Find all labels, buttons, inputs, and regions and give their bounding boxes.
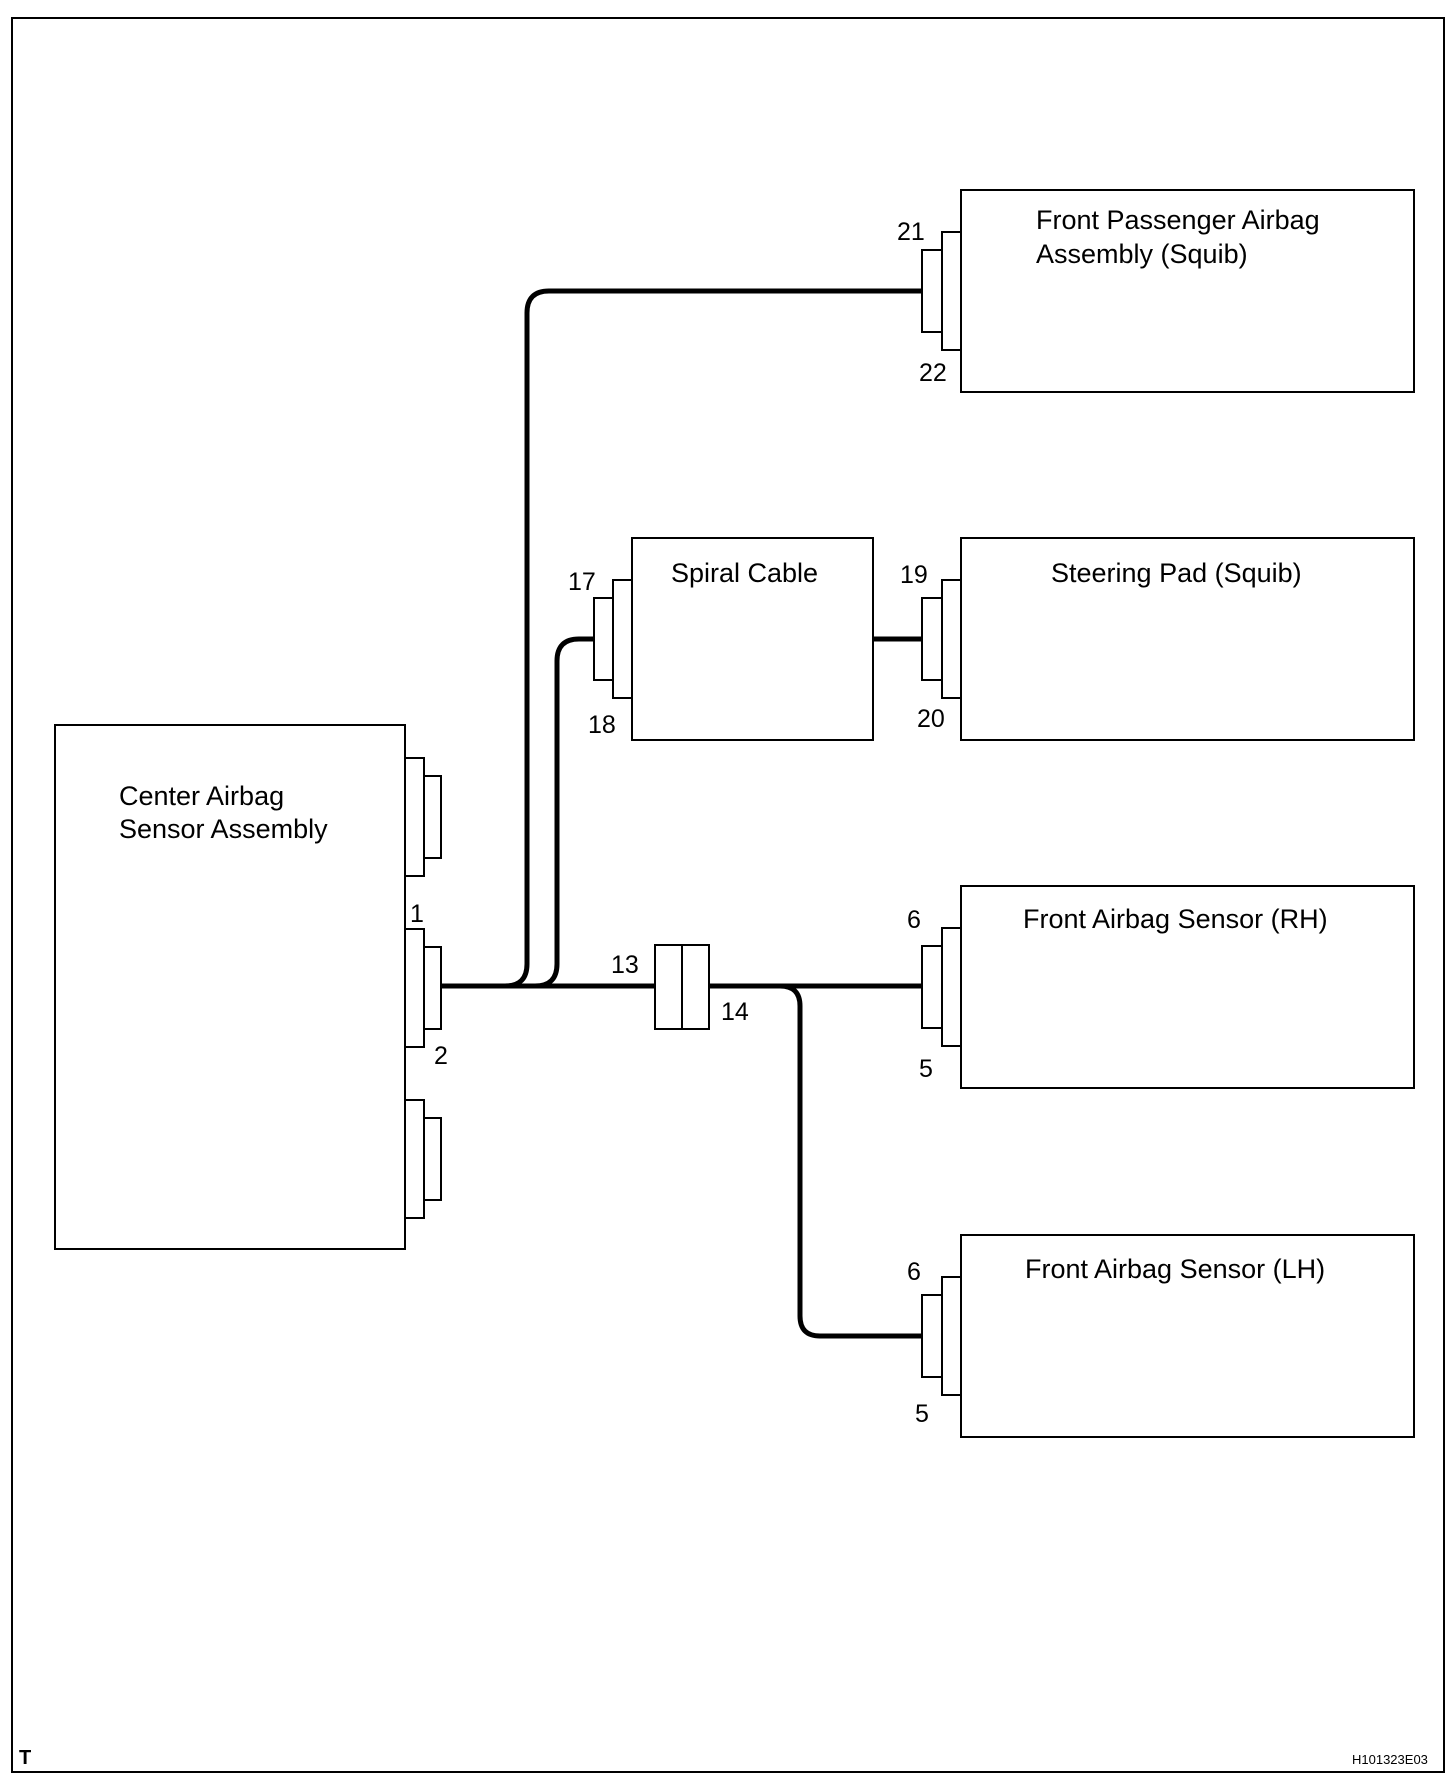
front-sensor-lh-connector-outer <box>941 1276 962 1396</box>
front-sensor-lh-connector-inner <box>921 1294 943 1378</box>
pin-label-center-1: 1 <box>410 900 424 928</box>
corner-mark: T <box>19 1747 31 1769</box>
front-passenger-label-line2: Assembly (Squib) <box>1036 239 1248 269</box>
spiral-cable-body <box>631 537 874 741</box>
junction-connector: 13 14 <box>611 944 749 1030</box>
spiral-cable-connector-inner <box>593 597 614 681</box>
front-passenger-body <box>960 189 1415 393</box>
front-sensor-rh-body <box>960 885 1415 1089</box>
pin-label-passenger-21: 21 <box>897 218 925 246</box>
pin-label-rh-6: 6 <box>907 906 921 934</box>
steering-pad-body <box>960 537 1415 741</box>
front-airbag-sensor-lh: Front Airbag Sensor (LH) 6 5 <box>907 1234 1415 1438</box>
front-passenger-connector-inner <box>921 249 943 333</box>
center-sensor-body <box>54 724 406 1250</box>
steering-pad: Steering Pad (Squib) 19 20 <box>900 537 1415 741</box>
diagram-frame <box>11 17 1445 1773</box>
figure-code: H101323E03 <box>1352 1752 1428 1767</box>
steering-pad-connector-inner <box>921 597 943 681</box>
pin-label-steering-20: 20 <box>917 705 945 733</box>
pin-label-junction-13: 13 <box>611 951 639 979</box>
center-airbag-sensor-assembly: Center Airbag Sensor Assembly 1 2 <box>54 724 448 1250</box>
front-passenger-airbag-assembly: Front Passenger Airbag Assembly (Squib) … <box>897 189 1415 393</box>
front-passenger-connector-outer <box>941 231 962 351</box>
center-main-connector-inner <box>423 946 442 1030</box>
spiral-cable-label: Spiral Cable <box>671 558 818 588</box>
pin-label-junction-14: 14 <box>721 998 749 1026</box>
wire-to-front-sensor-lh <box>777 983 925 1339</box>
pin-label-spiral-18: 18 <box>588 711 616 739</box>
pin-label-lh-6: 6 <box>907 1258 921 1286</box>
front-passenger-label-line1: Front Passenger Airbag <box>1036 205 1320 235</box>
pin-label-steering-19: 19 <box>900 561 928 589</box>
pin-label-spiral-17: 17 <box>568 568 596 596</box>
center-upper-connector-outer <box>404 757 425 877</box>
junction-connector-right <box>681 944 710 1030</box>
spiral-cable: Spiral Cable 17 18 <box>568 537 874 741</box>
junction-connector-left <box>654 944 683 1030</box>
wire-to-front-passenger <box>502 288 925 989</box>
steering-pad-label: Steering Pad (Squib) <box>1051 558 1302 588</box>
pin-label-rh-5: 5 <box>919 1055 933 1083</box>
spiral-cable-connector-outer <box>612 579 633 699</box>
wire-to-spiral-cable <box>532 636 597 989</box>
pin-label-passenger-22: 22 <box>919 359 947 387</box>
center-sensor-label-line1: Center Airbag <box>119 781 284 811</box>
pin-label-lh-5: 5 <box>915 1400 929 1428</box>
steering-pad-connector-outer <box>941 579 962 699</box>
pin-label-center-2: 2 <box>434 1042 448 1070</box>
front-sensor-rh-connector-inner <box>921 945 943 1029</box>
center-lower-connector-outer <box>404 1099 425 1219</box>
front-sensor-rh-label: Front Airbag Sensor (RH) <box>1023 904 1328 934</box>
center-main-connector-outer <box>404 928 425 1048</box>
front-sensor-rh-connector-outer <box>941 927 962 1047</box>
front-airbag-sensor-rh: Front Airbag Sensor (RH) 6 5 <box>907 885 1415 1089</box>
front-sensor-lh-label: Front Airbag Sensor (LH) <box>1025 1254 1325 1284</box>
center-upper-connector-inner <box>423 775 442 859</box>
center-sensor-label-line2: Sensor Assembly <box>119 814 328 844</box>
center-lower-connector-inner <box>423 1117 442 1201</box>
wiring-harness <box>438 288 925 1339</box>
